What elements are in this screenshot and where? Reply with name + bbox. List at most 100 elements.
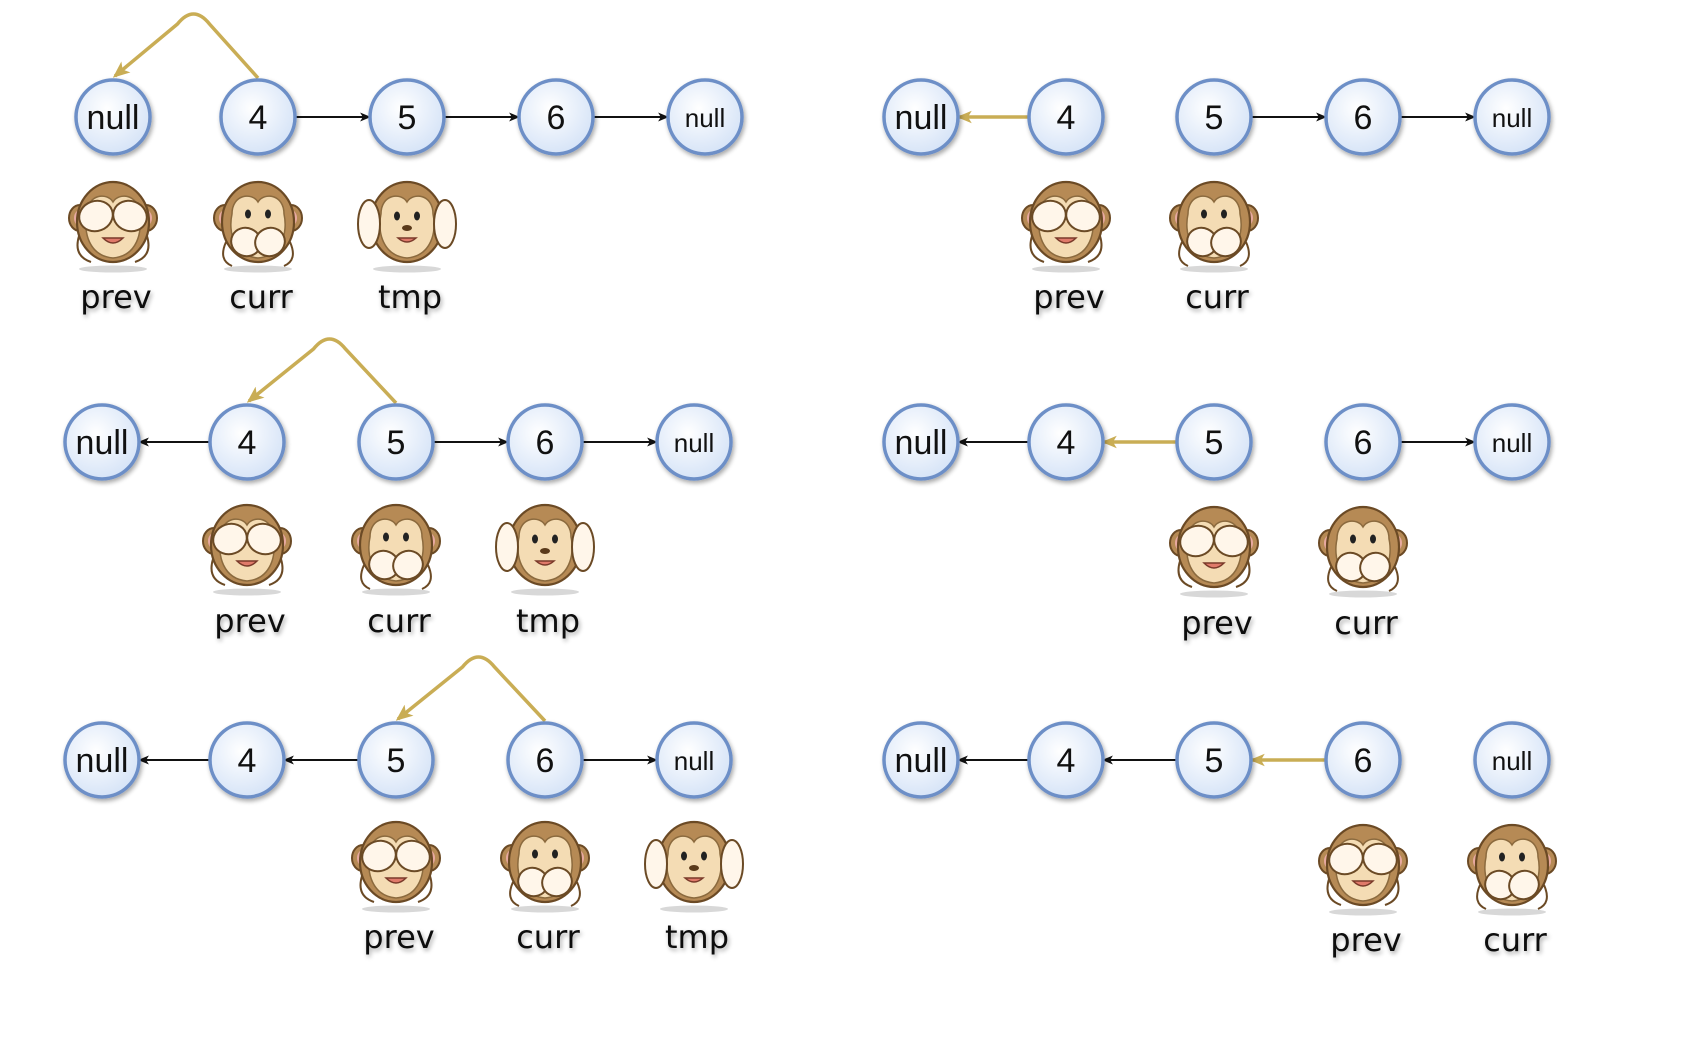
node-value: 6 <box>1354 424 1373 462</box>
pointer-label-prev: prev <box>363 918 434 956</box>
monkey-eye <box>1221 209 1227 219</box>
reversal-curve-arrow <box>246 337 398 405</box>
node-value: 6 <box>536 742 555 780</box>
monkey-shadow <box>1329 908 1397 916</box>
node-circle <box>1473 78 1551 156</box>
node-value: null <box>674 428 714 458</box>
monkey-shadow <box>1180 590 1248 598</box>
monkey-hand <box>254 226 286 258</box>
monkey-mouth <box>101 237 125 244</box>
null-node: null <box>63 721 141 799</box>
monkey-arms <box>76 235 150 263</box>
monkey-arms <box>210 558 284 586</box>
node-value: null <box>1492 103 1532 133</box>
monkey-hand <box>1065 199 1101 233</box>
null-node: null <box>74 78 152 156</box>
node-circle <box>1473 403 1551 481</box>
list-node: 5 <box>1175 78 1253 156</box>
monkey-shadow <box>79 265 147 273</box>
monkey-eye <box>701 851 707 861</box>
monkey-shadow <box>213 588 281 596</box>
node-circle <box>1027 721 1105 799</box>
monkey-nose <box>540 548 550 554</box>
monkey-hand <box>1359 551 1391 583</box>
node-value: 4 <box>249 99 268 137</box>
pointer-label-curr: curr <box>367 602 431 640</box>
node-circle <box>666 78 744 156</box>
node-circle <box>882 78 960 156</box>
list-node: 6 <box>517 78 595 156</box>
node-circle <box>517 78 595 156</box>
pointer-label-prev: prev <box>1330 921 1401 959</box>
node-circle <box>1175 78 1253 156</box>
monkey-eye <box>414 211 420 221</box>
node-circle <box>882 403 960 481</box>
list-node: 4 <box>219 78 297 156</box>
pointer-label-curr: curr <box>1334 604 1398 642</box>
monkey-hand <box>433 199 457 249</box>
null-node: null <box>63 403 141 481</box>
list-node: 6 <box>1324 78 1402 156</box>
node-circle <box>1324 721 1402 799</box>
list-node: 5 <box>357 721 435 799</box>
hear-no-evil-monkey-icon <box>495 503 595 596</box>
monkey-mouth <box>534 560 556 566</box>
monkey-hand <box>392 549 424 581</box>
pointer-label-prev: prev <box>1033 278 1104 316</box>
node-circle <box>63 721 141 799</box>
monkey-hand <box>112 199 148 233</box>
speak-no-evil-monkey-icon <box>351 503 441 596</box>
list-node: 6 <box>1324 721 1402 799</box>
list-node: 5 <box>1175 403 1253 481</box>
monkey-eye <box>383 532 389 542</box>
speak-no-evil-monkey-icon <box>1318 505 1408 598</box>
monkey-hand <box>1328 842 1364 876</box>
pointer-label-curr: curr <box>516 918 580 956</box>
node-value: 5 <box>1205 742 1224 780</box>
hear-no-evil-monkey-icon <box>357 180 457 273</box>
see-no-evil-monkey-icon <box>351 820 441 913</box>
list-node: 4 <box>1027 403 1105 481</box>
node-circle <box>506 721 584 799</box>
null-node: null <box>1473 403 1551 481</box>
list-node: 6 <box>506 721 584 799</box>
monkey-hand <box>78 199 114 233</box>
monkey-shadow <box>362 588 430 596</box>
node-value: 6 <box>536 424 555 462</box>
node-value: null <box>674 746 714 776</box>
node-value: 6 <box>1354 99 1373 137</box>
speak-no-evil-monkey-icon <box>1467 823 1557 916</box>
monkey-arms <box>359 875 433 903</box>
monkey-hand <box>361 839 397 873</box>
hear-no-evil-monkey-icon <box>644 820 744 913</box>
monkey-eye <box>1519 852 1525 862</box>
null-node: null <box>655 721 733 799</box>
node-circle <box>1473 721 1551 799</box>
monkey-hand <box>644 839 668 889</box>
monkey-shadow <box>362 905 430 913</box>
pointer-label-prev: prev <box>1181 604 1252 642</box>
monkey-arms <box>1476 884 1548 910</box>
null-node: null <box>655 403 733 481</box>
monkey-arms <box>1177 560 1251 588</box>
node-value: null <box>87 99 140 137</box>
node-value: null <box>685 103 725 133</box>
pointer-label-curr: curr <box>1185 278 1249 316</box>
node-circle <box>74 78 152 156</box>
node-value: 4 <box>238 424 257 462</box>
node-value: 5 <box>398 99 417 137</box>
monkey-eye <box>681 851 687 861</box>
monkey-hand <box>395 839 431 873</box>
monkey-nose <box>402 225 412 231</box>
node-value: 4 <box>238 742 257 780</box>
node-circle <box>1175 403 1253 481</box>
node-circle <box>1175 721 1253 799</box>
pointer-label-prev: prev <box>214 602 285 640</box>
pointer-label-tmp: tmp <box>516 602 580 640</box>
monkey-shadow <box>373 265 441 273</box>
node-circle <box>1324 403 1402 481</box>
